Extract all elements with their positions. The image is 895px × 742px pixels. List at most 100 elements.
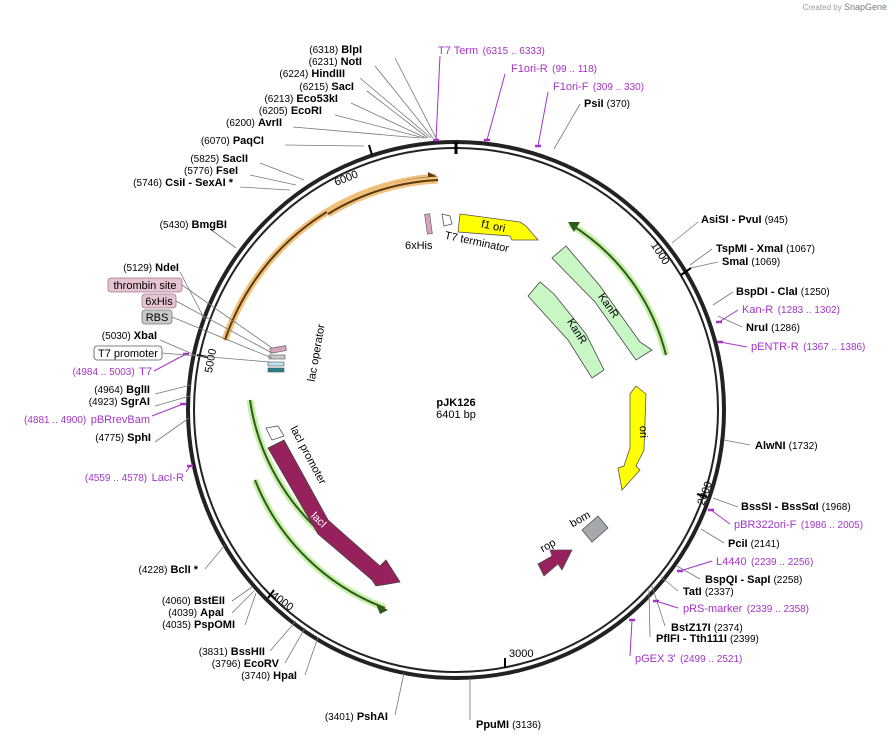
site-leader-blpi (394, 57, 438, 141)
primer-leader-f1ori-r (486, 73, 506, 141)
site-label-nrui[interactable]: NruI (1286) (746, 322, 800, 334)
site-label-avrii[interactable]: (6200) AvrII (226, 117, 282, 129)
feature-box-rbs[interactable] (141, 309, 173, 325)
site-label-paqci[interactable]: (6070) PaqCI (201, 135, 264, 147)
site-leader-bmgbi (209, 228, 237, 249)
site-label-bsteii[interactable]: (4060) BstEII (162, 595, 225, 607)
site-leader-smai (690, 261, 719, 269)
site-leader-bsshii (269, 620, 297, 652)
site-leader-pcii (700, 528, 725, 544)
site-label-ndei[interactable]: (5129) NdeI (123, 262, 179, 274)
f1-ori-label: f1 ori (480, 218, 506, 235)
site-label-bcli-[interactable]: (4228) BclI * (139, 564, 199, 576)
site-leader-sgrai (154, 395, 191, 407)
feature-leader-6xhis (175, 300, 273, 354)
site-label-fsei[interactable]: (5776) FseI (184, 165, 238, 177)
site-leader-fsei (249, 174, 297, 186)
site-label-bmgbi[interactable]: (5430) BmgBI (160, 219, 227, 231)
site-label-alwni[interactable]: AlwNI (1732) (755, 440, 818, 452)
primer-label-l4440[interactable]: L4440 (2239 .. 2256) (716, 552, 813, 569)
site-label-noti[interactable]: (6231) NotI (309, 56, 362, 68)
feature-box-6xhis[interactable] (141, 293, 177, 309)
rop-arrow (537, 549, 573, 577)
site-label-hpai[interactable]: (3740) HpaI (241, 670, 297, 682)
site-leader-sacii (259, 162, 305, 181)
site-leader-ndei (179, 271, 206, 321)
site-label-bspdi[interactable]: BspDI - ClaI (1250) (736, 286, 830, 298)
feature-box-t7-promoter[interactable] (93, 345, 163, 361)
site-label-psii[interactable]: PsiI (370) (584, 98, 630, 110)
site-leader-bspdi (712, 291, 734, 306)
site-label-bspqi[interactable]: BspQI - SapI (2258) (705, 574, 802, 586)
site-leader-apai (231, 590, 255, 614)
primer-label-kan-r[interactable]: Kan-R (1283 .. 1302) (742, 300, 840, 317)
site-label-pspomi[interactable]: (4035) PspOMI (162, 619, 235, 631)
site-label-sphi[interactable]: (4775) SphI (95, 432, 151, 444)
his-tag-mark (424, 213, 433, 235)
site-leader-saci (366, 90, 429, 139)
snapgene-brand: Created by SnapGene (803, 2, 887, 12)
site-label-saci[interactable]: (6215) SacI (299, 81, 354, 93)
his-tag-label: 6xHis (405, 240, 433, 252)
kanr-arrow-b (527, 281, 605, 379)
primer-leader-pgex-3- (629, 619, 633, 657)
primer-label-t7[interactable]: (4984 .. 5003) T7 (72, 362, 152, 379)
site-leader-bglii (154, 384, 192, 395)
primer-label-pbr322ori-f[interactable]: pBR322ori-F (1986 .. 2005) (734, 515, 863, 532)
site-leader-hpai (304, 636, 319, 676)
orf-green-right-core (569, 223, 667, 356)
primer-leader-pbr322ori-f (710, 509, 731, 525)
brand-name: SnapGene (843, 2, 887, 12)
site-label-bstz17i[interactable]: BstZ17I (2374) (671, 622, 743, 634)
site-leader-pshai (394, 672, 405, 716)
site-label-pcii[interactable]: PciI (2141) (728, 538, 780, 550)
primer-label-f1ori-f[interactable]: F1ori-F (309 .. 330) (553, 77, 644, 94)
site-label-sacii[interactable]: (5825) SacII (190, 153, 248, 165)
orf-green-left-b-head (376, 604, 388, 614)
site-leader-nrui (717, 315, 743, 328)
site-label-sgrai[interactable]: (4923) SgrAI (89, 396, 150, 408)
site-leader-ecorv (284, 627, 306, 664)
site-label-tspmi[interactable]: TspMI - XmaI (1067) (716, 243, 815, 255)
site-label-bglii[interactable]: (4964) BglII (94, 384, 150, 396)
primer-label-pgex-3-[interactable]: pGEX 3' (2499 .. 2521) (635, 649, 742, 666)
primer-label-t7-term[interactable]: T7 Term (6315 .. 6333) (438, 41, 545, 58)
site-label-smai[interactable]: SmaI (1069) (722, 256, 780, 268)
primer-label-pentr-r[interactable]: pENTR-R (1367 .. 1386) (751, 337, 865, 354)
site-label-apai[interactable]: (4039) ApaI (168, 607, 224, 619)
primer-label-prs-marker[interactable]: pRS-marker (2339 .. 2358) (683, 599, 809, 616)
site-label-tati[interactable]: TatI (2337) (683, 586, 734, 598)
site-label-asisi[interactable]: AsiSI - PvuI (945) (701, 214, 788, 226)
site-leader-ecori (334, 114, 425, 139)
site-label-blpi[interactable]: (6318) BlpI (309, 44, 362, 56)
site-leader-tati (660, 576, 679, 592)
lac-operator-marks (267, 345, 287, 373)
site-label-eco53ki[interactable]: (6213) Eco53kI (264, 93, 338, 105)
site-label-ecorv[interactable]: (3796) EcoRV (212, 658, 280, 670)
primer-leader-prs-marker (655, 600, 679, 609)
site-label-csii[interactable]: (5746) CsiI - SexAI * (133, 177, 234, 189)
site-leader-eco53ki (350, 102, 427, 139)
site-leader-bstz17i (651, 585, 666, 627)
plasmid-name: pJK126 (436, 397, 475, 409)
feature-label-thrombin-site: thrombin site (114, 280, 177, 292)
site-leader-pflfi (648, 589, 651, 638)
feature-box-thrombin-site[interactable] (107, 277, 183, 293)
site-label-ecori[interactable]: (6205) EcoRI (259, 105, 322, 117)
f1-ori-arrow (457, 213, 539, 241)
site-label-ppumi[interactable]: PpuMI (3136) (476, 719, 541, 731)
feature-label-6xhis: 6xHis (145, 296, 173, 308)
primer-label-laci-r[interactable]: (4559 .. 4578) LacI-R (85, 468, 184, 485)
primer-label-f1ori-r[interactable]: F1ori-R (99 .. 118) (511, 59, 597, 76)
site-label-pshai[interactable]: (3401) PshAI (325, 711, 388, 723)
site-label-hindiii[interactable]: (6224) HindIII (279, 68, 345, 80)
site-label-xbai[interactable]: (5030) XbaI (102, 330, 157, 342)
site-label-bsssi[interactable]: BssSI - BssSαI (1968) (741, 501, 851, 513)
primer-leader-f1ori-f (537, 91, 549, 147)
site-label-pflfi[interactable]: PflFI - Tth111I (2399) (656, 633, 759, 645)
site-label-bsshii[interactable]: (3831) BssHII (199, 646, 265, 658)
primer-label-pbrrevbam[interactable]: (4881 .. 4900) pBRrevBam (24, 410, 150, 427)
primer-leader-t7-term (435, 55, 441, 141)
